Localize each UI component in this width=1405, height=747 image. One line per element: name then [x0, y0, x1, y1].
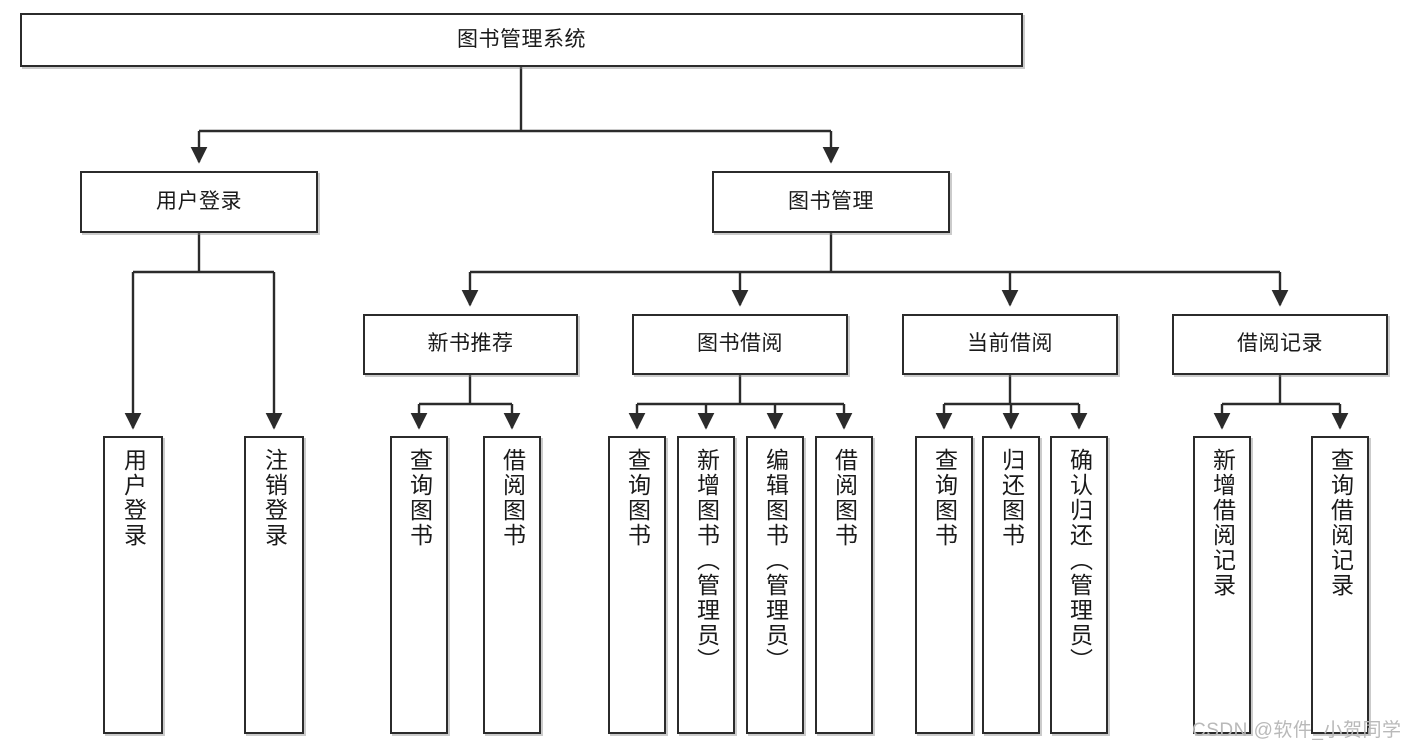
node-leaf-borrow-book-1-label: 借阅图书	[499, 448, 526, 548]
node-current-borrow-label: 当前借阅	[967, 332, 1053, 356]
node-leaf-add-book-label: 新增图书（管理员）	[693, 448, 720, 673]
node-borrow-record[interactable]: 借阅记录	[1172, 314, 1388, 375]
node-leaf-borrow-book-2-label: 借阅图书	[831, 448, 858, 548]
node-root[interactable]: 图书管理系统	[20, 13, 1023, 67]
node-leaf-return-book-label: 归还图书	[998, 448, 1025, 548]
node-leaf-user-login-label: 用户登录	[120, 448, 147, 548]
node-leaf-return-book[interactable]: 归还图书	[982, 436, 1040, 734]
node-leaf-query-book-3[interactable]: 查询图书	[915, 436, 973, 734]
node-leaf-add-borrow-record[interactable]: 新增借阅记录	[1193, 436, 1251, 734]
node-user-login[interactable]: 用户登录	[80, 171, 318, 233]
node-leaf-edit-book[interactable]: 编辑图书（管理员）	[746, 436, 804, 734]
node-leaf-confirm-return-label: 确认归还（管理员）	[1066, 448, 1093, 673]
node-user-login-label: 用户登录	[156, 189, 242, 213]
node-leaf-add-book[interactable]: 新增图书（管理员）	[677, 436, 735, 734]
node-book-borrow-label: 图书借阅	[697, 332, 783, 356]
node-leaf-query-book-2-label: 查询图书	[624, 448, 651, 548]
node-book-manage[interactable]: 图书管理	[712, 171, 950, 233]
node-leaf-query-book-2[interactable]: 查询图书	[608, 436, 666, 734]
node-leaf-borrow-book-1[interactable]: 借阅图书	[483, 436, 541, 734]
node-borrow-record-label: 借阅记录	[1237, 332, 1323, 356]
node-leaf-logout-login[interactable]: 注销登录	[244, 436, 304, 734]
node-leaf-query-borrow-record[interactable]: 查询借阅记录	[1311, 436, 1369, 734]
node-new-book-recommend[interactable]: 新书推荐	[363, 314, 578, 375]
node-leaf-logout-login-label: 注销登录	[261, 448, 288, 548]
node-leaf-query-book-3-label: 查询图书	[931, 448, 958, 548]
node-book-manage-label: 图书管理	[788, 189, 874, 213]
node-current-borrow[interactable]: 当前借阅	[902, 314, 1118, 375]
node-leaf-borrow-book-2[interactable]: 借阅图书	[815, 436, 873, 734]
node-leaf-confirm-return[interactable]: 确认归还（管理员）	[1050, 436, 1108, 734]
node-leaf-query-borrow-record-label: 查询借阅记录	[1327, 448, 1354, 598]
node-new-book-recommend-label: 新书推荐	[427, 332, 514, 356]
node-leaf-edit-book-label: 编辑图书（管理员）	[762, 448, 789, 673]
node-leaf-query-book-1[interactable]: 查询图书	[390, 436, 448, 734]
node-root-label: 图书管理系统	[457, 27, 586, 51]
node-leaf-query-book-1-label: 查询图书	[406, 448, 433, 548]
node-leaf-user-login[interactable]: 用户登录	[103, 436, 163, 734]
node-leaf-add-borrow-record-label: 新增借阅记录	[1209, 448, 1236, 598]
node-book-borrow[interactable]: 图书借阅	[632, 314, 848, 375]
